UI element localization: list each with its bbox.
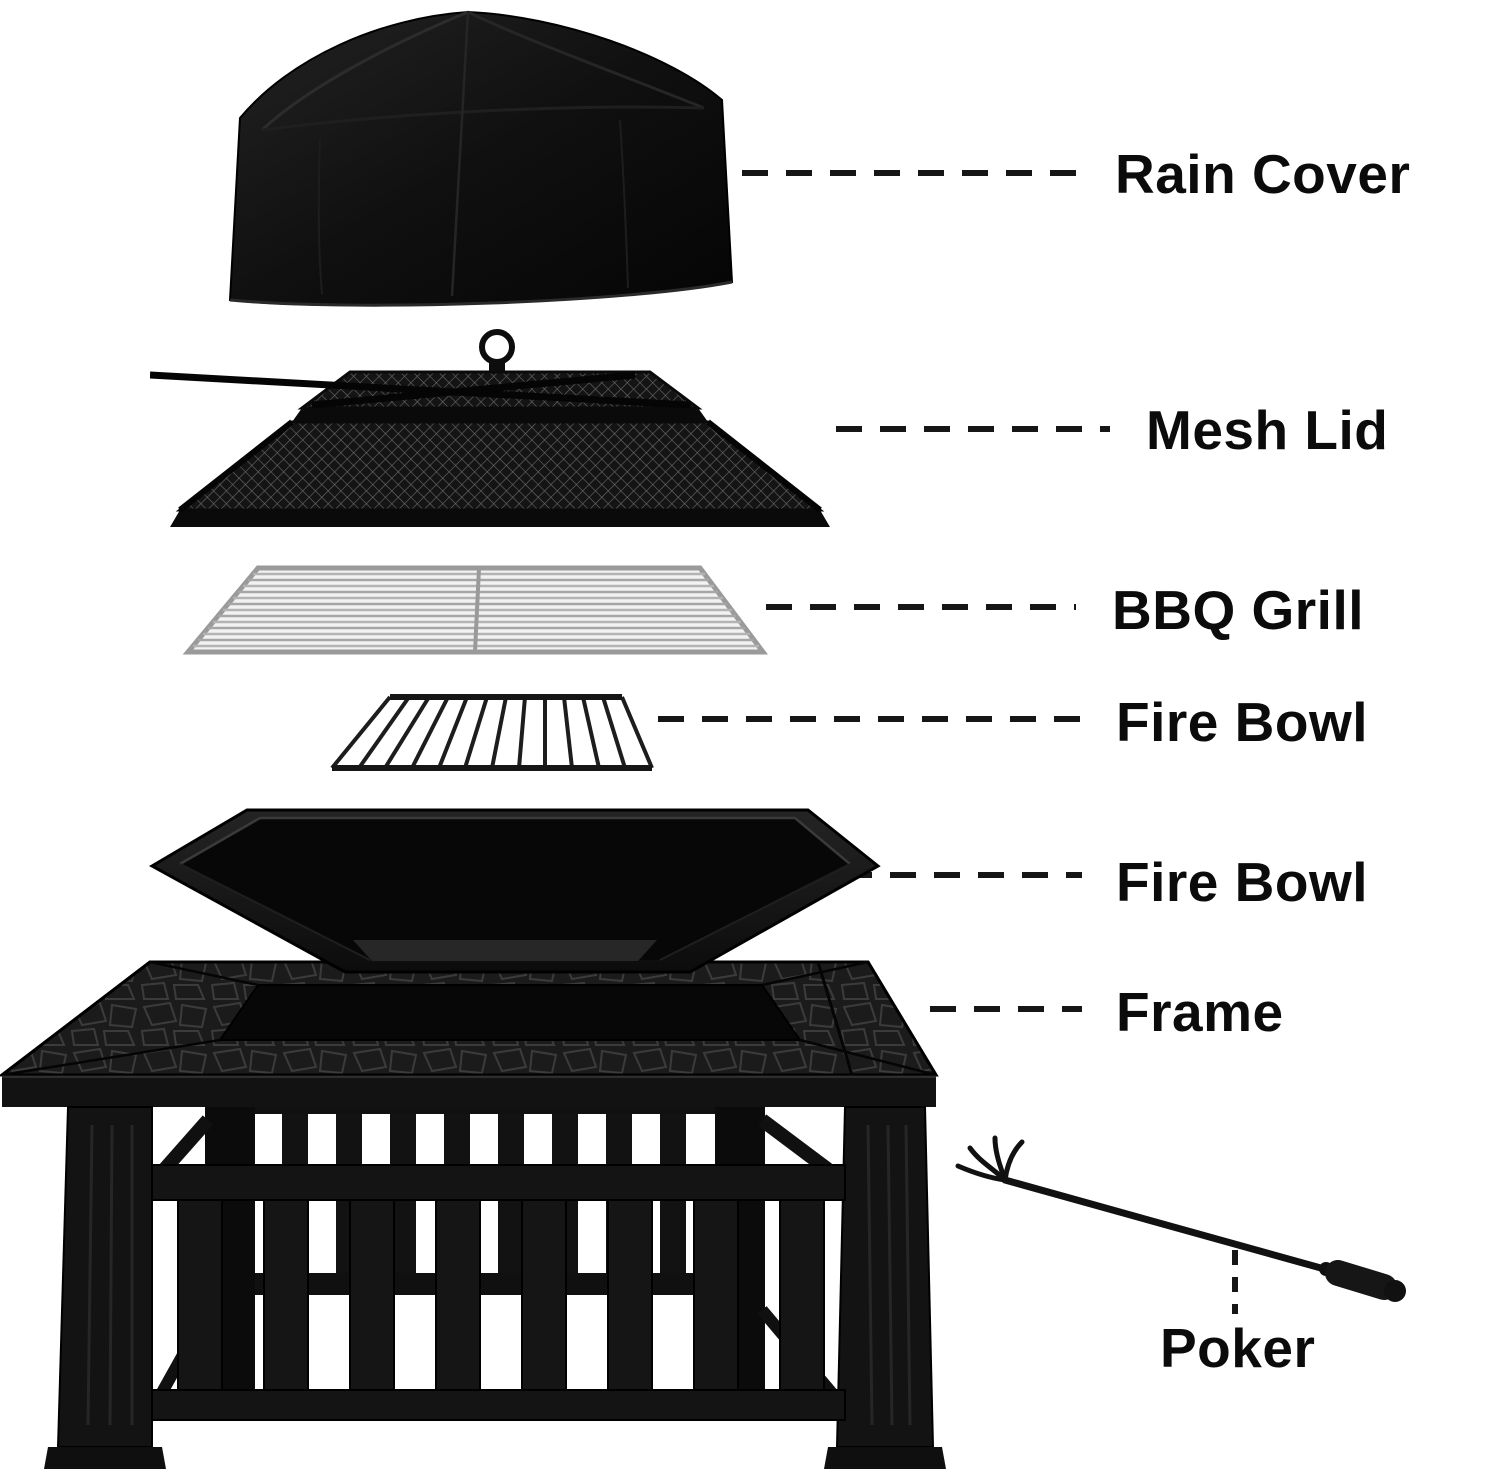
fire-bowl-graphic — [148, 808, 881, 974]
leader-line-fire-bowl-grate — [658, 716, 1082, 722]
mesh-lid-illustration — [150, 325, 850, 540]
fire-bowl-illustration — [140, 800, 890, 985]
label-frame: Frame — [1116, 981, 1284, 1043]
poker-illustration — [950, 1130, 1410, 1330]
label-fire-bowl-grate: Fire Bowl — [1116, 691, 1369, 753]
leader-line-bbq-grill — [766, 604, 1076, 610]
fire-bowl-grate-illustration — [320, 685, 670, 785]
poker-graphic — [955, 1135, 1406, 1302]
fire-bowl-grate-graphic — [330, 694, 654, 771]
mesh-lid-graphic — [150, 329, 830, 527]
leader-line-fire-bowl — [846, 872, 1082, 878]
leader-line-rain-cover — [742, 170, 1090, 176]
frame-graphic — [0, 960, 946, 1469]
leader-line-poker — [1232, 1250, 1238, 1314]
bbq-grill-illustration — [175, 555, 775, 670]
label-mesh-lid: Mesh Lid — [1146, 399, 1389, 461]
bbq-grill-graphic — [182, 565, 768, 655]
rain-cover-illustration — [200, 0, 760, 330]
rain-cover-graphic — [228, 10, 734, 307]
label-bbq-grill: BBQ Grill — [1112, 579, 1365, 641]
label-fire-bowl: Fire Bowl — [1116, 851, 1369, 913]
leader-line-mesh-lid — [836, 426, 1110, 432]
frame-illustration — [0, 955, 950, 1471]
label-poker: Poker — [1160, 1317, 1316, 1379]
leader-line-frame — [930, 1006, 1082, 1012]
label-rain-cover: Rain Cover — [1115, 143, 1411, 205]
